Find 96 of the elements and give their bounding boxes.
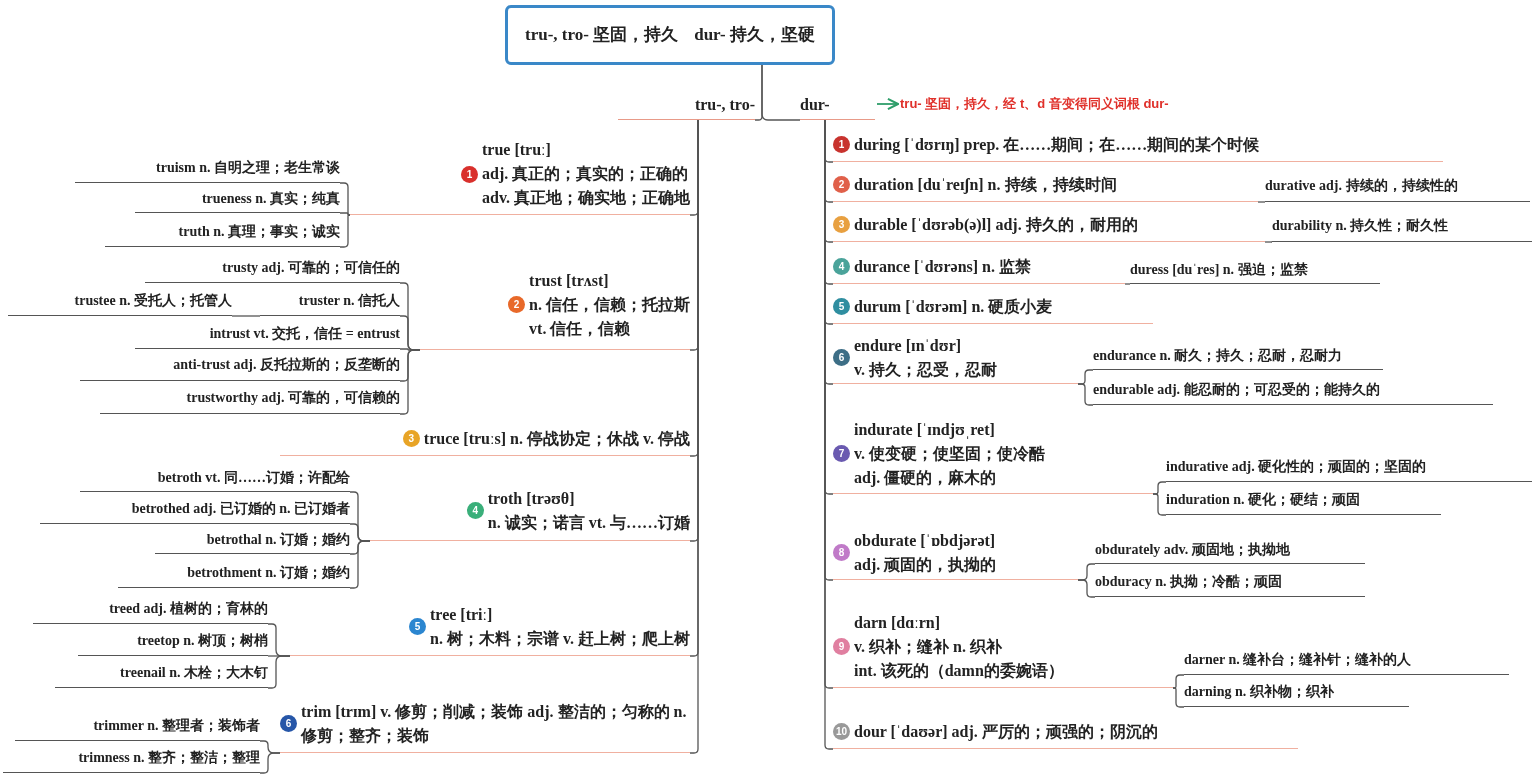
word-entry-text: n. 诚实；诺言 vt. 与……订婚 [487,512,690,533]
derived-word-text: indurative adj. 硬化性的；顽固的；坚固的 [1166,458,1427,476]
connector-line [1124,283,1131,285]
word-entry-text: trim [trɪm] v. 修剪；削减；装饰 adj. 整洁的；匀称的 n. 修剪；整齐；装饰 [301,701,688,746]
number-badge: 7 [833,445,850,462]
derived-word-text: truth n. 真理；事实；诚实 [178,222,340,241]
word-entry-text: n. 信任，信赖；托拉斯 [529,294,690,315]
connector-line [231,315,261,317]
derived-word-text: durability n. 持久性；耐久性 [1272,216,1449,235]
connector-line [259,752,281,774]
word-entry-text: adj. 僵硬的，麻木的 [854,467,997,489]
word-entry-text: dur- [800,95,830,115]
word-entry-text: indurate [ˈɪndjʊˌret] [854,419,995,441]
word-entry-text: int. 该死的（damn的委婉语） [854,660,1064,681]
number-badge: 9 [833,638,850,655]
word-entry-text: vt. 信任，信赖 [529,318,631,339]
word-entry-text: v. 织补；缝补 n. 织补 [854,636,1002,657]
connector-line [1152,493,1167,516]
number-badge: 4 [833,258,850,275]
derived-word-text: betroth vt. 同……订婚；许配给 [157,468,350,487]
derived-word-text: anti-trust adj. 反托拉斯的；反垄断的 [173,356,400,374]
word-entry-text: truce [truːs] n. 停战协定；休战 v. 停战 [423,428,690,449]
derived-word-text: trimmer n. 整理者；装饰者 [93,716,260,735]
connector-line [339,182,351,216]
derived-word-text: duress [duˈres] n. 强迫；监禁 [1130,260,1308,279]
derived-word-text: endurable adj. 能忍耐的；可忍受的；能持久的 [1093,381,1380,399]
derived-word-text: treetop n. 树顶；树梢 [137,631,268,650]
number-badge: 5 [409,618,426,635]
derived-word-text: trustee n. 受托人；托管人 [74,291,232,310]
word-entry-text: durable [ˈdʊrəb(ə)l] adj. 持久的，耐用的 [854,214,1138,236]
arrow [876,97,899,111]
note-text: tru- 坚固，持久，经 t、d 音变得同义词根 dur- [900,93,1230,115]
number-badge: 4 [466,502,484,519]
number-badge: 3 [833,216,850,233]
connector-line [339,214,351,248]
connector-line [339,212,351,216]
derived-word-text: truster n. 信托人 [298,291,400,310]
word-entry-text: trust [trʌst] [529,270,609,291]
word-entry-text: adv. 真正地；确实地；正确地 [482,188,690,208]
word-entry-text: during [ˈdʊrɪŋ] prep. 在……期间；在……期间的某个时候 [854,134,1260,156]
derived-word-text: durative adj. 持续的，持续性的 [1265,176,1458,195]
connector-line [1077,383,1094,406]
derived-word-text: intrust vt. 交托，信任 = entrust [209,324,400,343]
root-topic-box [505,5,835,65]
number-badge: 1 [833,136,850,153]
word-entry-text: tru-, tro- [694,95,755,115]
number-badge: 8 [833,544,850,561]
word-entry-text: adj. 顽固的，执拗的 [854,554,997,576]
derived-word-text: induration n. 硬化；硬结；顽固 [1166,491,1361,509]
number-badge: 10 [833,723,850,740]
connector-line [1077,579,1096,598]
word-entry-text: v. 持久；忍受，忍耐 [854,359,998,380]
word-entry-text: dour [ˈdaʊər] adj. 严厉的；顽强的；阴沉的 [854,721,1158,743]
derived-word-text: endurance n. 耐久；持久；忍耐，忍耐力 [1093,346,1343,365]
word-entry-text: tree [triː] [430,604,493,625]
number-badge: 6 [280,715,297,732]
word-entry-text: adj. 真正的；真实的；正确的 [482,164,689,185]
word-entry-text: n. 树；木料；宗谱 v. 赶上树；爬上树 [430,628,690,649]
word-entry-text: true [truː] [482,140,551,160]
word-entry-text: darn [dɑːrn] [854,612,941,633]
connector-line [1264,241,1273,243]
connector-line [399,349,421,415]
derived-word-text: betrothed adj. 已订婚的 n. 已订婚者 [131,499,350,518]
connector-line [761,64,801,121]
derived-word-text: obduracy n. 执拗；冷酷；顽固 [1095,573,1283,591]
root-topic-text: tru-, tro- 坚固，持久 [525,24,679,47]
number-badge: 2 [833,176,850,193]
root-topic-text: dur- 持久，坚硬 [694,24,815,47]
derived-word-text: obdurately adv. 顽固地；执拗地 [1095,540,1290,559]
number-badge: 3 [402,430,420,447]
word-entry-text: v. 使变硬；使坚固；使冷酷 [854,443,1046,464]
word-entry-text: endure [ɪnˈdʊr] [854,335,962,356]
derived-word-text: trimness n. 整齐；整洁；整理 [78,748,260,767]
derived-word-text: betrothment n. 订婚；婚约 [187,563,350,582]
word-entry-text: durance [ˈdʊrəns] n. 监禁 [854,256,1031,277]
connector-line [1172,687,1185,708]
word-entry-text: duration [duˈreɪʃn] n. 持续，持续时间 [854,174,1117,196]
derived-word-text: darner n. 缝补台；缝补针；缝补的人 [1184,651,1412,669]
derived-word-text: truism n. 自明之理；老生常谈 [156,158,340,177]
word-entry-text: durum [ˈdʊrəm] n. 硬质小麦 [854,296,1053,317]
derived-word-text: treenail n. 木栓；大木钉 [120,663,268,682]
number-badge: 5 [833,298,850,315]
number-badge: 6 [833,349,850,366]
connector-line [1172,674,1185,689]
connector-line [1257,201,1266,203]
number-badge: 1 [461,165,478,183]
connector-line [267,655,291,689]
word-entry-text: obdurate [ˈɒbdjərət] [854,530,996,552]
derived-word-text: trusty adj. 可靠的；可信任的 [222,258,400,277]
derived-word-text: trustworthy adj. 可靠的，可信赖的 [186,389,400,407]
derived-word-text: treed adj. 植树的；育林的 [109,599,268,618]
word-entry-text: troth [trəʊθ] [487,488,575,509]
number-badge: 2 [508,296,526,313]
derived-word-text: trueness n. 真实；纯真 [201,189,340,208]
derived-word-text: betrothal n. 订婚；婚约 [206,530,350,549]
derived-word-text: darning n. 织补物；织补 [1184,683,1334,701]
